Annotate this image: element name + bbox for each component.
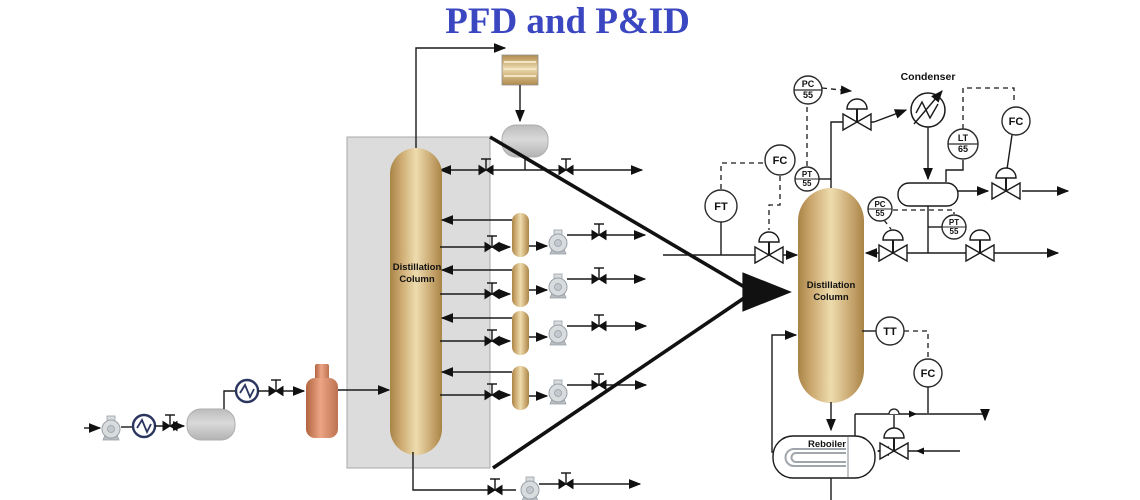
pump-icon [548, 379, 568, 405]
instrument-tt [875, 316, 905, 346]
side-stripper [512, 311, 529, 355]
pfd-feed-drum [186, 408, 236, 441]
side-stripper [512, 366, 529, 410]
pfd-bottoms-line [412, 452, 516, 491]
reboiler-label: Reboiler [808, 439, 846, 450]
pfd-column-label-line2: Column [399, 274, 435, 285]
instrument-fc-distillate-label: FC [1009, 116, 1024, 128]
pfd-feed-train [84, 364, 391, 441]
pfd-column-label-line1: Distillation [393, 262, 442, 273]
valve-icon [162, 414, 178, 432]
pid-column-label-line2: Column [813, 292, 849, 303]
instrument-pc-top-value: 55 [803, 90, 813, 100]
pump-icon [520, 476, 540, 500]
control-valve-icon [754, 231, 784, 264]
control-valve-icon [965, 229, 995, 262]
instrument-lt-value: 65 [958, 144, 968, 154]
pid-distillation-column [798, 188, 864, 403]
signal-line [768, 176, 781, 230]
side-stripper [512, 213, 529, 257]
signal-line [904, 330, 929, 358]
instrument-tt-label: TT [883, 326, 897, 338]
zoom-callout-lines [489, 135, 792, 470]
heat-exchanger-icon [234, 378, 260, 404]
pfd-overhead-line [415, 43, 507, 150]
instrument-pt-reflux-label: PT [949, 218, 959, 227]
valve-icon [591, 373, 607, 391]
pid-column-label-line1: Distillation [807, 280, 856, 291]
valve-icon [591, 223, 607, 241]
pid-condenser [910, 90, 946, 128]
instrument-fc-distillate [1001, 106, 1031, 136]
pfd-side-strippers [440, 213, 648, 410]
pid-reboiler [772, 435, 876, 479]
instrument-pc-top-label: PC [802, 79, 815, 89]
valve-icon [487, 478, 503, 496]
control-valve-icon [842, 98, 872, 131]
valve-icon [558, 472, 574, 490]
signal-line [883, 219, 892, 230]
valve-icon [268, 379, 284, 397]
valve-icon [558, 158, 574, 176]
pfd-section: Distillation Column [84, 43, 792, 500]
control-valve-icon [879, 427, 909, 460]
instrument-lt-label: LT [958, 133, 969, 143]
pump-icon [548, 320, 568, 346]
pid-vapor-return-line [771, 330, 798, 453]
pfd-feed-vessel [306, 364, 338, 438]
side-stripper [512, 263, 529, 307]
pfd-reflux-drum [501, 124, 549, 158]
control-valve-icon [878, 229, 908, 262]
instrument-pc-reflux-label: PC [874, 200, 885, 209]
instrument-pc-reflux-value: 55 [876, 209, 885, 218]
pfd-condenser [501, 54, 539, 86]
condenser-label: Condenser [901, 71, 956, 83]
instrument-fc-feed [764, 144, 796, 176]
instrument-fc-feed-label: FC [773, 155, 788, 167]
valve-icon [591, 267, 607, 285]
instrument-pt-reflux-value: 55 [950, 227, 959, 236]
heat-exchanger-icon [131, 413, 157, 439]
pid-section: FT FC Condenser LT 65 [663, 71, 1070, 500]
instrument-pt-top-value: 55 [803, 179, 812, 188]
page-title: PFD and P&ID [445, 1, 690, 42]
signal-line [962, 87, 1015, 129]
instrument-fc-reboiler-label: FC [921, 368, 936, 380]
signal-line [821, 85, 853, 95]
instrument-ft-label: FT [714, 201, 728, 213]
pump-icon [101, 415, 121, 441]
valve-icon [591, 314, 607, 332]
signal-line [720, 162, 764, 189]
pump-icon [548, 229, 568, 255]
control-valve-icon [991, 167, 1021, 200]
instrument-ft [704, 189, 738, 223]
instrument-pt-top-label: PT [802, 170, 812, 179]
signal-line [893, 209, 955, 214]
pump-icon [548, 273, 568, 299]
pid-reflux-drum [897, 182, 959, 207]
pfd-distillation-column [390, 148, 442, 455]
